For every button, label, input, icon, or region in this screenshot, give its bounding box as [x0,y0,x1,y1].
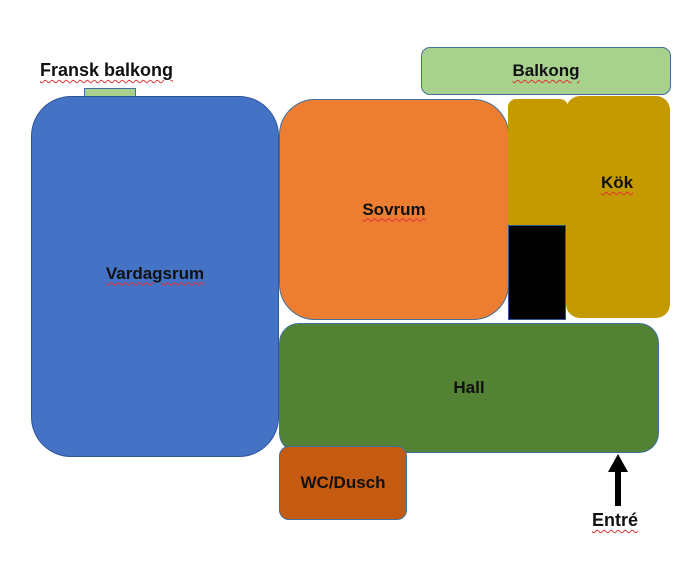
room-hall: Hall [279,323,659,453]
room-wc-dusch: WC/Dusch [279,446,407,520]
entre-label: Entré [592,510,639,530]
room-sovrum: Sovrum [279,99,509,320]
room-balkong: Balkong [421,47,671,95]
kitchen-appliance [508,225,566,320]
room-kok-label: Kök [600,173,634,192]
room-kok [566,96,670,318]
fransk-balkong-label: Fransk balkong [40,60,174,80]
room-vardagsrum: Vardagsrum [31,96,279,457]
entrance-arrow-icon [608,454,628,506]
room-kok-left [508,99,568,227]
